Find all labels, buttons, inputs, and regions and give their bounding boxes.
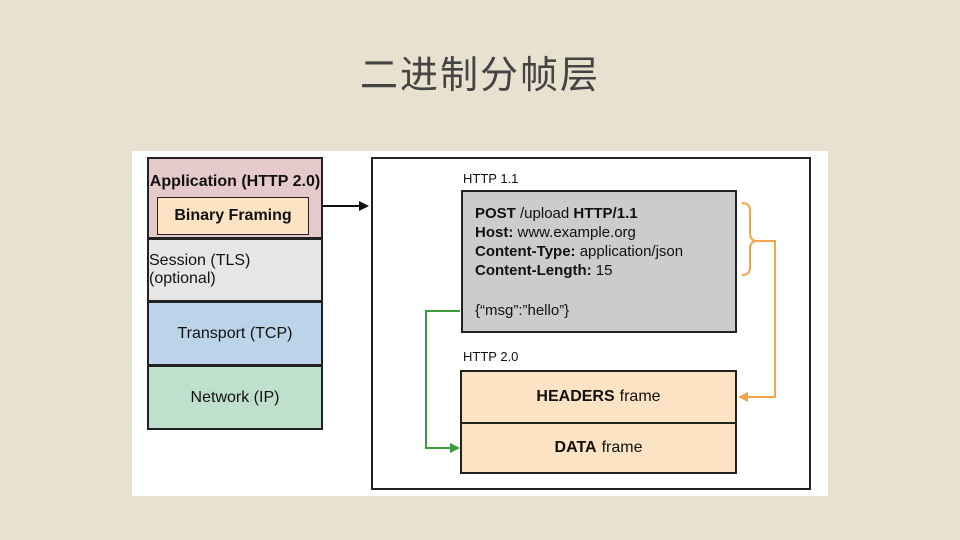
header-line-content-type: Content-Type: application/json xyxy=(475,242,735,261)
transport-layer: Transport (TCP) xyxy=(147,301,323,366)
request-path: /upload xyxy=(515,205,574,222)
message-body: {“msg”:”hello”} xyxy=(475,302,570,319)
header-value: application/json xyxy=(575,243,684,260)
request-method: POST xyxy=(475,205,516,222)
header-name: Content-Length: xyxy=(475,262,592,279)
request-line: POST /upload HTTP/1.1 xyxy=(475,204,735,223)
headers-frame-word: frame xyxy=(619,388,661,405)
connector-arrows xyxy=(323,201,776,453)
http11-message: POST /upload HTTP/1.1 Host: www.example.… xyxy=(461,190,737,333)
binary-framing-label: Binary Framing xyxy=(174,207,292,224)
session-layer: Session (TLS) (optional) xyxy=(147,238,323,302)
header-value: www.example.org xyxy=(513,224,636,241)
header-line-host: Host: www.example.org xyxy=(475,223,735,242)
slide-title: 二进制分帧层 xyxy=(359,53,600,97)
header-name: Host: xyxy=(475,224,514,241)
header-value: 15 xyxy=(591,262,613,279)
headers-frame-type: HEADERS xyxy=(536,388,615,405)
headers-mapping-arrow xyxy=(738,240,776,402)
stack-to-panel-arrow xyxy=(323,201,369,211)
transport-layer-label: Transport (TCP) xyxy=(177,324,293,342)
http2-framing-figure: Application (HTTP 2.0) Binary Framing Se… xyxy=(132,151,828,496)
http11-label: HTTP 1.1 xyxy=(463,171,519,186)
network-layer: Network (IP) xyxy=(147,365,323,430)
application-layer-label: Application (HTTP 2.0) xyxy=(149,173,321,190)
headers-brace-icon xyxy=(741,202,758,276)
data-frame-type: DATA xyxy=(554,439,597,456)
session-layer-label: Session (TLS) (optional) xyxy=(149,252,251,287)
header-name: Content-Type: xyxy=(475,243,576,260)
body-mapping-arrow xyxy=(425,310,460,453)
binary-framing-layer: Binary Framing xyxy=(157,197,309,235)
http20-label: HTTP 2.0 xyxy=(463,349,519,364)
network-layer-label: Network (IP) xyxy=(190,388,280,406)
request-version: HTTP/1.1 xyxy=(573,205,638,222)
data-frame-word: frame xyxy=(601,439,643,456)
header-line-content-length: Content-Length: 15 xyxy=(475,261,735,280)
